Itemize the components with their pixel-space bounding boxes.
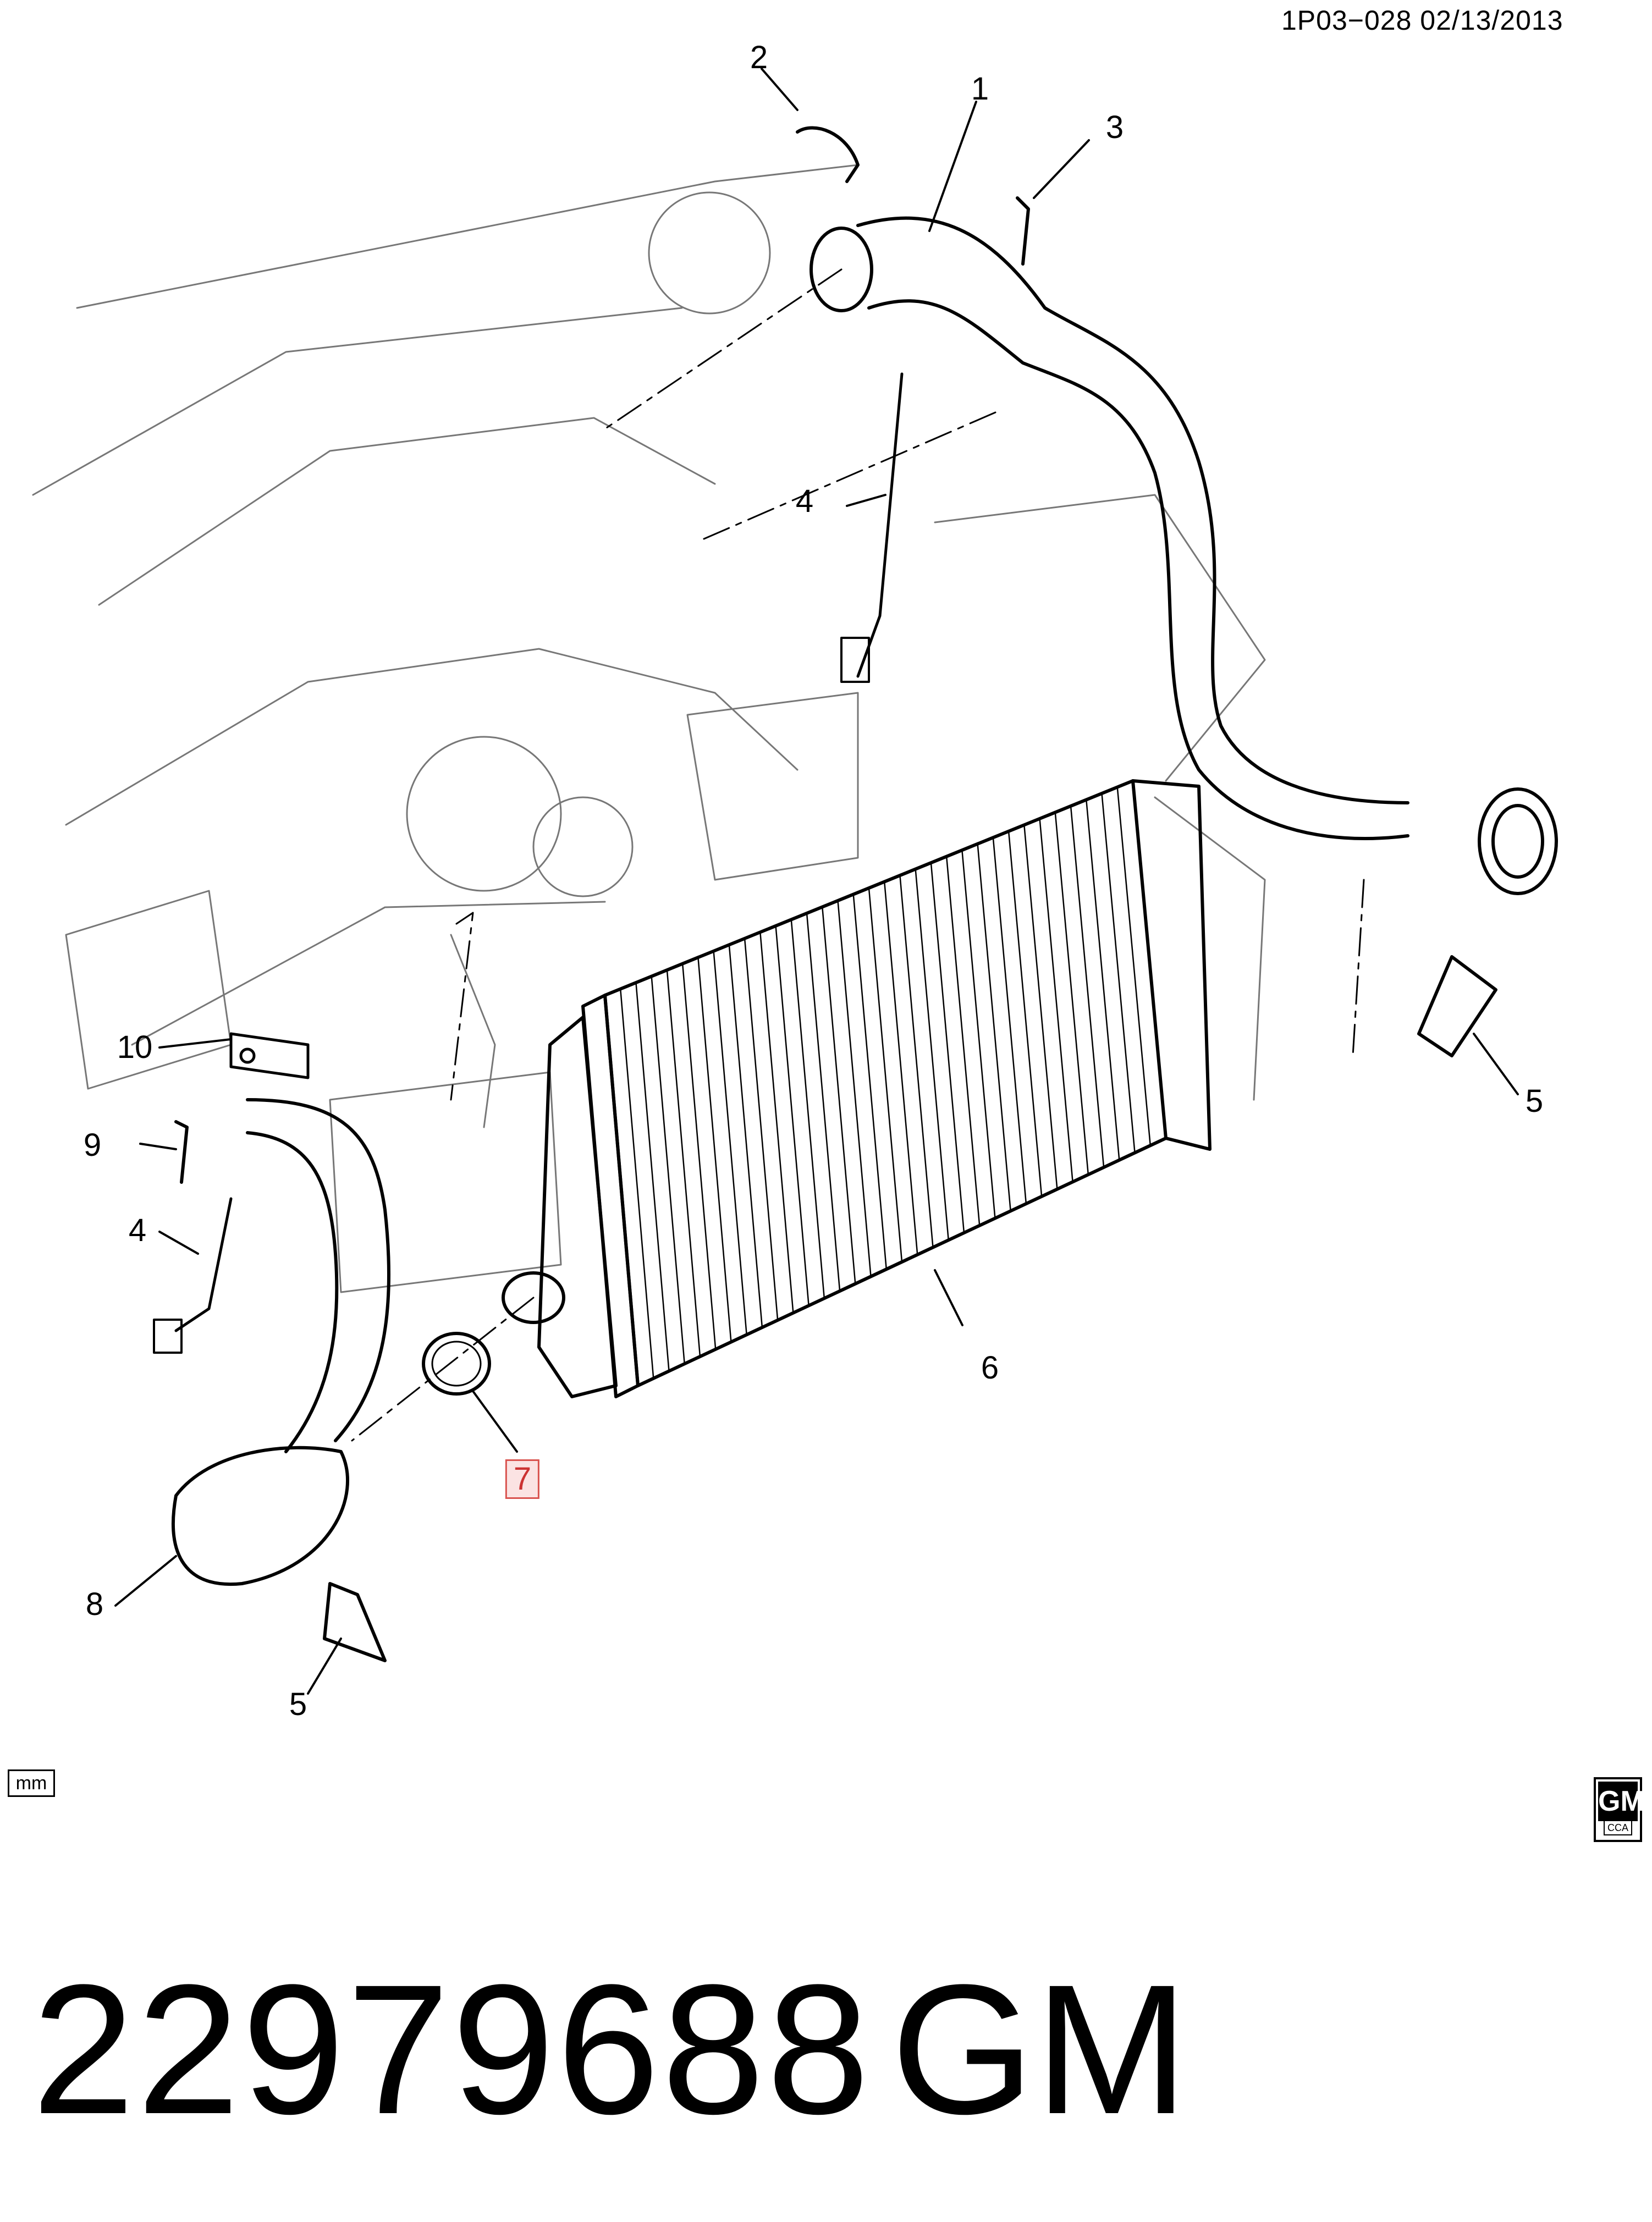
fin-line <box>806 912 841 1292</box>
dash-lines <box>351 268 1365 1442</box>
fin-line <box>666 969 701 1358</box>
fin-line <box>790 919 825 1299</box>
clamp-upper-right <box>1417 955 1497 1057</box>
fin-line <box>822 906 856 1284</box>
manufacturer: GM <box>891 1947 1189 2153</box>
fin-line <box>1023 824 1058 1190</box>
callout-7[interactable]: 7 <box>505 1459 540 1499</box>
callout-3: 3 <box>1105 109 1124 145</box>
fin-line <box>930 862 965 1234</box>
intercooler-core <box>537 779 1212 1398</box>
fin-line <box>992 836 1027 1205</box>
fin-line <box>961 849 996 1219</box>
callout-1: 1 <box>971 71 989 107</box>
gasket <box>229 1032 310 1079</box>
fin-line <box>697 956 732 1343</box>
fin-line <box>1101 792 1136 1154</box>
fin-line <box>852 894 888 1270</box>
gm-logo: GM CCA <box>1594 1777 1644 1842</box>
clamp-lower-left <box>323 1582 387 1662</box>
fin-line <box>1086 799 1120 1161</box>
fin-line <box>635 982 670 1372</box>
sensor-upper <box>856 372 904 678</box>
fin-line <box>945 856 981 1227</box>
sensor-lower <box>174 1197 233 1332</box>
fin-line <box>1116 786 1152 1146</box>
callout-8: 8 <box>85 1586 104 1622</box>
callout-2: 2 <box>750 40 768 75</box>
diagram-stamp: 1P03−028 02/13/2013 <box>1281 5 1563 36</box>
fin-line <box>713 950 747 1336</box>
fin-line <box>977 843 1011 1212</box>
fin-line <box>915 868 949 1241</box>
fin-line <box>1007 830 1043 1198</box>
callout-6: 6 <box>981 1350 999 1386</box>
fin-line <box>728 944 763 1328</box>
fin-line <box>681 963 717 1350</box>
bolt-lower <box>174 1120 189 1184</box>
seal-ring <box>422 1332 491 1396</box>
callout-4-lower: 4 <box>128 1212 147 1248</box>
leader-lines <box>114 68 1519 1695</box>
fin-line <box>619 988 654 1380</box>
intercooler-fins <box>619 786 1152 1380</box>
fin-line <box>775 925 810 1306</box>
fin-line <box>1039 818 1073 1183</box>
callout-4-upper: 4 <box>795 483 814 519</box>
fin-line <box>868 887 903 1263</box>
upper-air-pipe <box>810 216 1558 895</box>
callout-5-lower: 5 <box>289 1686 307 1722</box>
unit-icon: mm <box>8 1769 55 1797</box>
fin-line <box>744 938 779 1321</box>
callout-9: 9 <box>83 1127 102 1163</box>
fin-line <box>1054 812 1089 1176</box>
fin-line <box>899 874 934 1248</box>
callout-5-right: 5 <box>1525 1083 1544 1119</box>
fin-line <box>1070 805 1105 1168</box>
callout-10: 10 <box>117 1029 153 1065</box>
bolt-upper <box>1016 196 1030 266</box>
gm-logo-mark: GM <box>1598 1782 1644 1821</box>
gm-logo-sub: CCA <box>1604 1820 1632 1835</box>
part-number: 22979688 <box>32 1947 872 2153</box>
engine-bay-background <box>32 164 1266 1293</box>
clip-retainer <box>796 126 860 183</box>
fin-line <box>759 931 794 1314</box>
fin-line <box>883 881 918 1256</box>
fin-line <box>651 975 685 1365</box>
lower-air-pipe <box>172 1098 565 1586</box>
fin-line <box>837 900 872 1277</box>
